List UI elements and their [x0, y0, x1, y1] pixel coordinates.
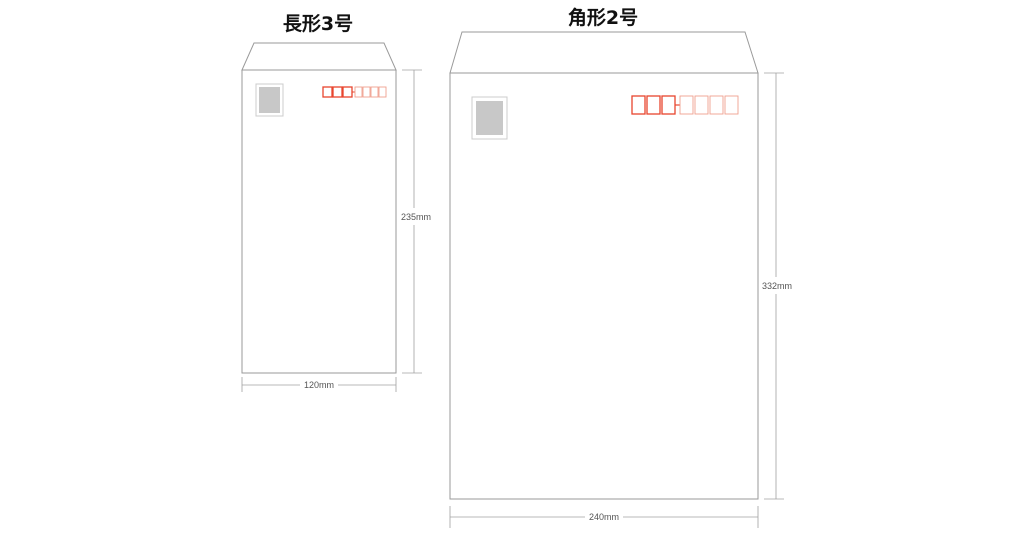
postal-code-box: [332, 86, 343, 98]
postal-code-box: [646, 95, 661, 115]
postal-code-box: [322, 86, 333, 98]
postal-code-box: [724, 95, 739, 115]
postal-code-box: [362, 86, 371, 98]
envelope-naga3-width-label: 120mm: [304, 380, 334, 390]
postal-code-box: [378, 86, 387, 98]
stamp-area: [259, 87, 280, 113]
envelope-kaku2-width-label: 240mm: [589, 512, 619, 522]
envelope-naga3-group: 長形3号 235mm 1: [241, 13, 431, 392]
envelope-naga3-body: [241, 69, 397, 374]
postal-code-box: [679, 95, 694, 115]
envelope-kaku2-width-dimension: 240mm: [449, 506, 759, 528]
envelope-kaku2-flap: [449, 31, 759, 74]
envelope-kaku2-height-dimension: 332mm: [762, 72, 792, 500]
envelope-naga3-height-label: 235mm: [401, 212, 431, 222]
envelope-kaku2-postal-code: [631, 95, 739, 115]
envelope-kaku2-group: 角形2号 332mm 2: [449, 6, 792, 528]
envelope-naga3-width-dimension: 120mm: [241, 377, 397, 392]
envelope-naga3-height-dimension: 235mm: [401, 69, 431, 374]
envelope-naga3-stamp: [255, 83, 284, 117]
envelope-kaku2-body: [449, 72, 759, 500]
envelope-naga3-title: 長形3号: [283, 13, 353, 35]
stamp-area: [476, 101, 503, 135]
postal-code-box: [370, 86, 379, 98]
postal-code-box: [709, 95, 724, 115]
postal-code-box: [694, 95, 709, 115]
postal-code-box: [631, 95, 646, 115]
envelope-kaku2-stamp: [471, 96, 508, 140]
postal-code-box: [354, 86, 363, 98]
envelope-kaku2-title: 角形2号: [568, 6, 638, 29]
envelope-naga3-postal-code: [322, 86, 387, 98]
envelope-kaku2-height-label: 332mm: [762, 281, 792, 291]
envelope-naga3-flap: [241, 42, 397, 71]
